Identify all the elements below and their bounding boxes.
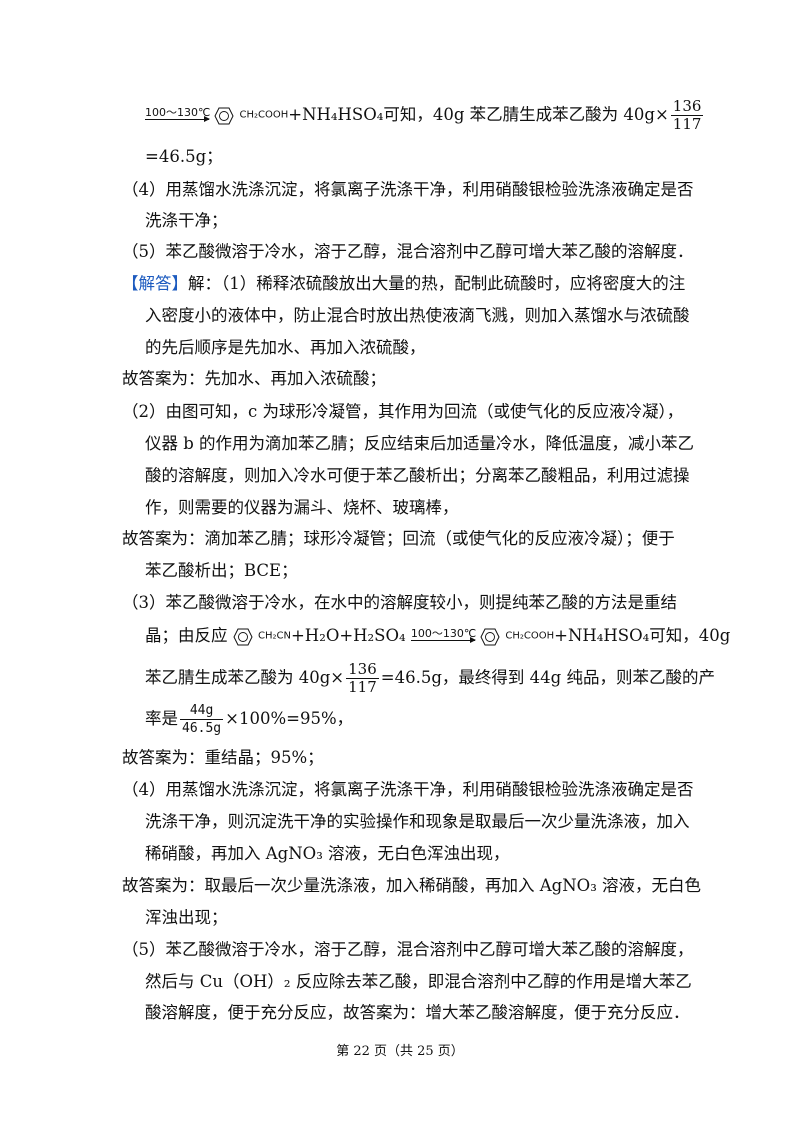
benzene-ring-icon bbox=[480, 628, 500, 645]
reaction-arrow: 100～130℃ bbox=[410, 628, 476, 645]
text-line: （2）由图可知，c 为球形冷凝管，其作用为回流（或使气化的反应液冷凝）， bbox=[122, 402, 684, 421]
text-line: 然后与 Cu（OH）₂ 反应除去苯乙酸，即混合溶剂中乙醇的作用是增大苯乙 bbox=[145, 972, 692, 991]
text-line: （3）苯乙酸微溶于冷水，在水中的溶解度较小，则提纯苯乙酸的方法是重结 bbox=[122, 593, 677, 612]
text-line: （4）用蒸馏水洗涤沉淀，将氯离子洗涤干净，利用硝酸银检验洗涤液确定是否 bbox=[122, 780, 694, 799]
reaction-line-top: 100～130℃ CH₂COOH+NH₄HSO₄可知，40g 苯乙腈生成苯乙酸为… bbox=[145, 97, 704, 133]
text-line: 入密度小的液体中，防止混合时放出热使液滴飞溅，则加入蒸馏水与浓硫酸 bbox=[145, 306, 690, 325]
text-line: （5）苯乙酸微溶于冷水，溶于乙醇，混合溶剂中乙醇可增大苯乙酸的溶解度， bbox=[122, 940, 694, 959]
reaction-equation-line: 晶；由反应 CH₂CN+H₂O+H₂SO₄ 100～130℃ CH₂COOH+N… bbox=[145, 626, 731, 645]
text-line: 故答案为：先加水、再加入浓硫酸； bbox=[122, 369, 386, 388]
text-line: （5）苯乙酸微溶于冷水，溶于乙醇，混合溶剂中乙醇可增大苯乙酸的溶解度． bbox=[122, 242, 694, 261]
page-footer: 第 22 页（共 25 页） bbox=[336, 1044, 464, 1059]
text-line: 故答案为：取最后一次少量洗涤液，加入稀硝酸，再加入 AgNO₃ 溶液，无白色 bbox=[122, 876, 702, 895]
answer-heading-line: 【解答】解：（1）稀释浓硫酸放出大量的热，配制此硫酸时，应将密度大的注 bbox=[122, 274, 686, 293]
text-line: 的先后顺序是先加水、再加入浓硫酸， bbox=[145, 338, 426, 357]
answer-tag: 【解答】 bbox=[122, 274, 188, 293]
text-line: 仪器 b 的作用为滴加苯乙腈；反应结束后加适量冷水，降低温度，减小苯乙 bbox=[145, 434, 695, 453]
text-line: 稀硝酸，再加入 AgNO₃ 溶液，无白色浑浊出现， bbox=[145, 844, 510, 863]
text-line: 作，则需要的仪器为漏斗、烧杯、玻璃棒， bbox=[145, 498, 459, 517]
text-line: 酸溶解度，便于充分反应，故答案为：增大苯乙酸溶解度，便于充分反应． bbox=[145, 1003, 690, 1022]
text-line: 故答案为：重结晶；95%； bbox=[122, 748, 324, 767]
text-line: 故答案为：滴加苯乙腈；球形冷凝管；回流（或使气化的反应液冷凝）；便于 bbox=[122, 529, 675, 548]
text-line: =46.5g； bbox=[145, 147, 223, 166]
text-line: 苯乙酸析出；BCE； bbox=[145, 561, 298, 580]
text-line: （4）用蒸馏水洗涤沉淀，将氯离子洗涤干净，利用硝酸银检验洗涤液确定是否 bbox=[122, 180, 694, 199]
text-line: 洗涤干净，则沉淀洗干净的实验操作和现象是取最后一次少量洗涤液，加入 bbox=[145, 812, 690, 831]
text-line: 浑浊出现； bbox=[145, 908, 228, 927]
benzene-ring-icon bbox=[233, 628, 253, 645]
reaction-arrow: 100～130℃ bbox=[145, 107, 210, 124]
text-line: 酸的溶解度，则加入冷水可便于苯乙酸析出；分离苯乙酸粗品，利用过滤操 bbox=[145, 466, 690, 485]
text-line: 洗涤干净； bbox=[145, 211, 228, 230]
benzene-ring-icon bbox=[214, 107, 234, 124]
